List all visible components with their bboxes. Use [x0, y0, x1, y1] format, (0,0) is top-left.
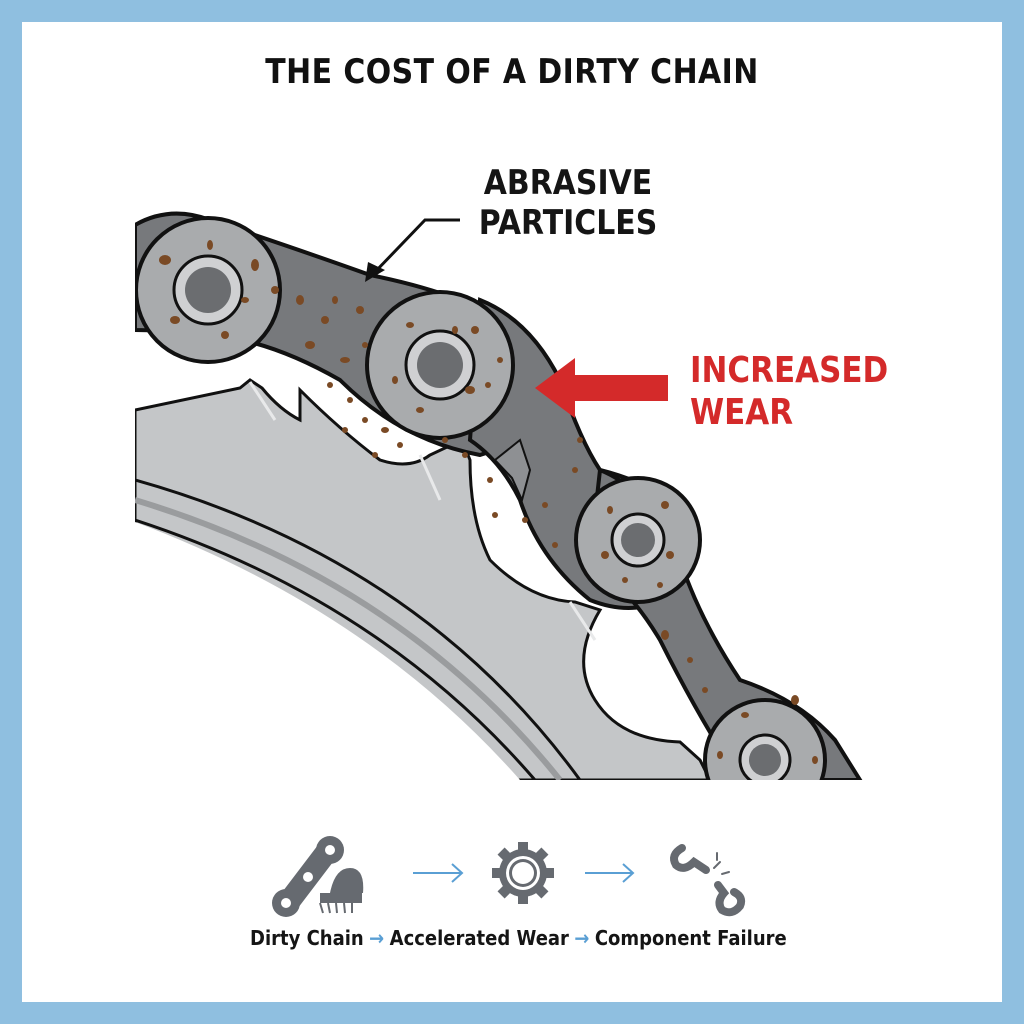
step-dirty-chain: Dirty Chain: [250, 926, 364, 950]
wear-label-line1: INCREASED: [690, 350, 889, 391]
flow-caption: Dirty Chain→Accelerated Wear→Component F…: [250, 926, 790, 950]
wear-label-line2: WEAR: [690, 392, 794, 433]
abrasive-particles: [159, 240, 818, 764]
broken-chain-icon: [670, 844, 746, 917]
abrasive-label-line1: ABRASIVE: [483, 163, 653, 203]
flow-arrow-1: [413, 863, 464, 883]
chain: [135, 211, 863, 780]
abrasive-label-line2: PARTICLES: [478, 203, 658, 243]
increased-wear-arrow: [535, 358, 668, 418]
abrasive-particles-label: ABRASIVE PARTICLES: [471, 163, 665, 243]
step-component-failure: Component Failure: [594, 926, 787, 950]
abrasive-leader-arrow: [365, 218, 460, 282]
sprocket: [135, 378, 712, 780]
gear-icon: [492, 842, 554, 904]
chain-link-and-brush-icon: [272, 836, 364, 917]
increased-wear-label: INCREASED WEAR: [690, 350, 888, 434]
caption-arrow-2: →: [574, 926, 590, 950]
step-accelerated-wear: Accelerated Wear: [389, 926, 569, 950]
flow-arrow-2: [585, 863, 635, 883]
caption-arrow-1: →: [369, 926, 385, 950]
page-title: THE COST OF A DIRTY CHAIN: [265, 52, 759, 92]
